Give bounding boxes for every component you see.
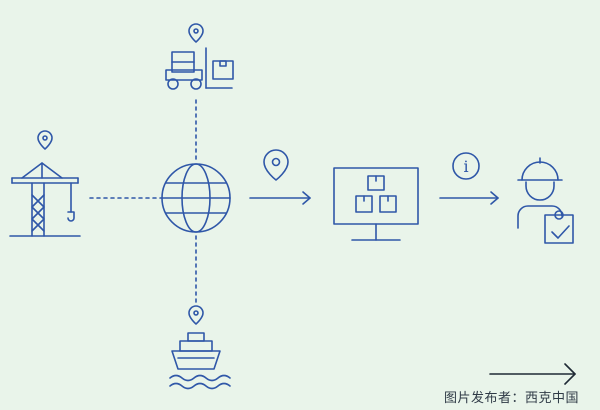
flow-arrow-globe-to-monitor	[249, 191, 311, 205]
globe-icon	[161, 163, 231, 233]
forklift-icon	[165, 47, 234, 90]
forklift-location-pin-icon	[188, 23, 204, 43]
monitor-boxes-icon	[333, 167, 419, 241]
route-location-pin-icon	[263, 149, 289, 181]
info-icon: i	[452, 152, 480, 180]
worker-clipboard-icon	[517, 157, 574, 244]
next-arrow-icon	[489, 363, 576, 385]
image-credit: 图片发布者：西克中国	[444, 391, 580, 406]
ship-location-pin-icon	[188, 305, 204, 325]
flow-arrow-monitor-to-worker	[439, 191, 499, 205]
crane-location-pin-icon	[37, 130, 53, 150]
cargo-ship-icon	[169, 332, 231, 390]
info-symbol: i	[463, 157, 468, 176]
port-crane-icon	[9, 162, 81, 237]
dashed-connectors	[89, 99, 197, 303]
